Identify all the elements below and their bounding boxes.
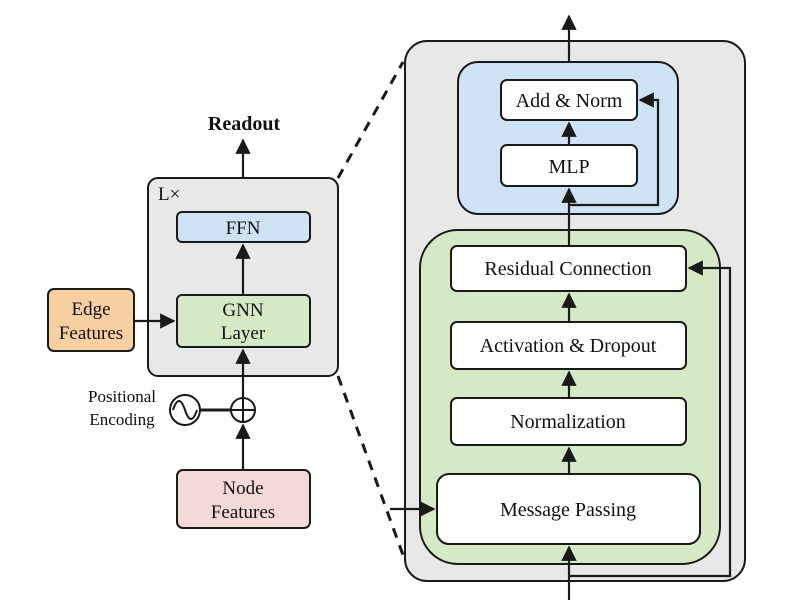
gnn-layer-label-line2: Layer [221, 323, 266, 344]
node-features-label-line2: Features [211, 502, 275, 523]
message-passing-label: Message Passing [500, 499, 636, 521]
repeat-label: L× [158, 184, 180, 205]
normalization-label: Normalization [510, 411, 626, 433]
gnn-layer-label-line1: GNN [222, 300, 263, 321]
residual-connection-label: Residual Connection [484, 258, 651, 280]
positional-encoding-label-line2: Encoding [89, 410, 155, 429]
add-norm-label: Add & Norm [516, 90, 623, 112]
skip-connection-gnn [569, 260, 732, 578]
readout-label: Readout [208, 113, 281, 135]
positional-encoding-label-line1: Positional [88, 387, 156, 406]
skip-connection-mlp [569, 92, 660, 207]
edge-features-label-line2: Features [59, 323, 123, 344]
gnn-layer-block [176, 294, 311, 348]
ffn-block [176, 211, 311, 243]
activation-dropout-label: Activation & Dropout [480, 335, 657, 357]
mlp-label: MLP [548, 156, 589, 178]
add-norm-block [500, 79, 638, 121]
edge-features-label-line1: Edge [71, 299, 110, 320]
node-features-block [176, 469, 311, 529]
zoom-line-top [336, 61, 405, 179]
zoom-line-bottom [336, 375, 405, 556]
ffn-label: FFN [226, 218, 261, 239]
sine-wave-icon [172, 400, 198, 420]
node-features-label-line1: Node [222, 478, 263, 499]
